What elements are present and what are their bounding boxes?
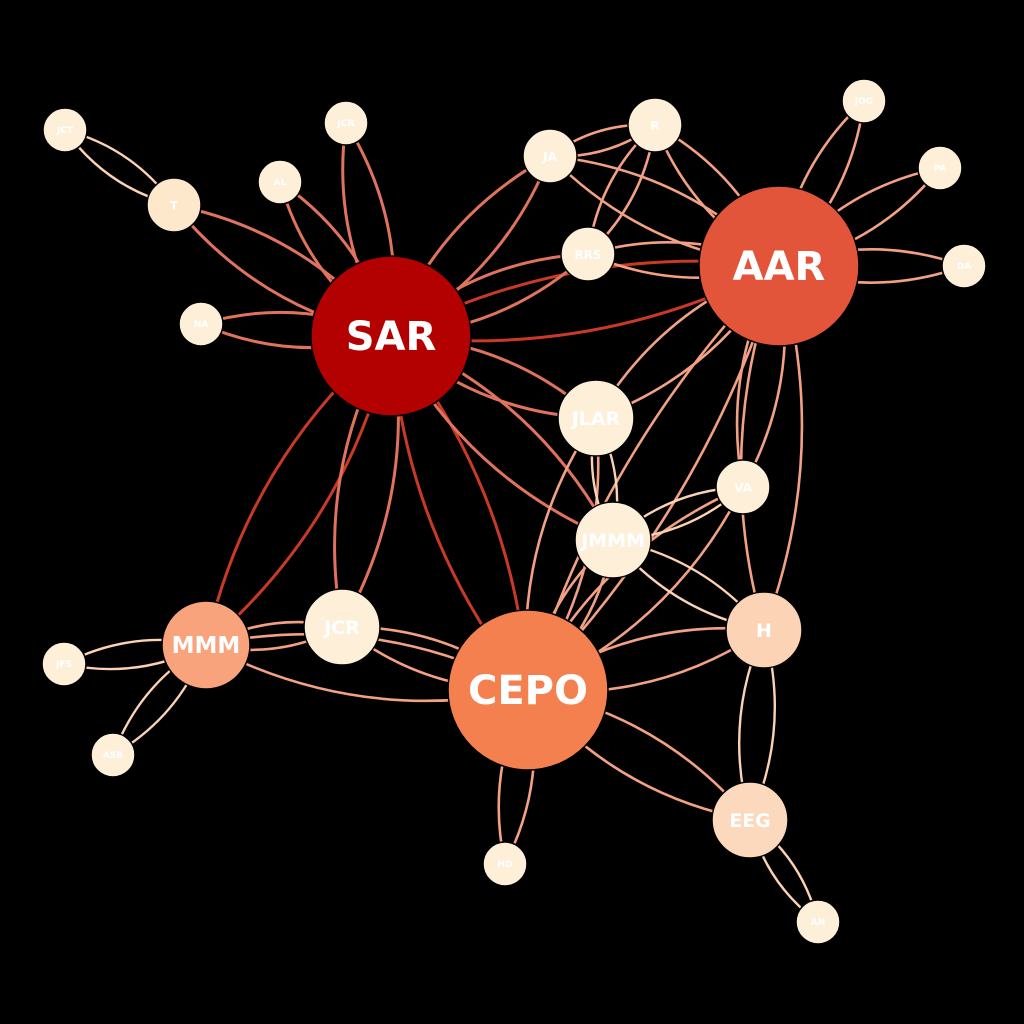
node-label-jfs: JFS: [55, 660, 72, 670]
node-label-ja: JA: [542, 150, 557, 164]
node-circle-jct: [42, 107, 88, 153]
node-circle-hd: [482, 841, 528, 887]
node-jct[interactable]: JCT: [42, 107, 88, 153]
node-circle-jog: [841, 78, 887, 124]
node-label-cepo: CEPO: [468, 668, 588, 714]
node-circle-h: [725, 591, 803, 669]
node-label-jlar: JLAR: [570, 408, 621, 430]
node-circle-va: [715, 459, 771, 515]
node-rrs[interactable]: RRS: [560, 226, 616, 282]
node-label-asb: ASB: [103, 751, 123, 761]
node-label-mmm: MMM: [172, 633, 241, 659]
node-label-pa: PA: [934, 164, 947, 174]
nodes-layer: SAR AAR CEPO MMM H EEG JCR JLAR JMMM JA R RRS VA T AL N…: [41, 78, 987, 945]
node-label-va: VA: [734, 481, 752, 495]
node-label-eeg: EEG: [729, 810, 771, 832]
node-circle-cepo: [447, 609, 609, 771]
node-eeg[interactable]: EEG: [711, 781, 789, 859]
node-jog[interactable]: JOG: [841, 78, 887, 124]
node-label-jcr2: JCR: [337, 119, 355, 129]
node-label-h: H: [756, 620, 772, 642]
node-circle-al: [257, 159, 303, 205]
node-label-na: NA: [194, 320, 209, 330]
node-circle-jlar: [557, 379, 635, 457]
node-cepo[interactable]: CEPO: [447, 609, 609, 771]
node-al[interactable]: AL: [257, 159, 303, 205]
node-aar[interactable]: AAR: [698, 185, 860, 347]
node-circle-an: [795, 899, 841, 945]
node-da[interactable]: DA: [941, 243, 987, 289]
node-pa[interactable]: PA: [917, 145, 963, 191]
node-circle-na: [178, 301, 224, 347]
node-sar[interactable]: SAR: [310, 255, 472, 417]
node-circle-jmmm: [574, 501, 652, 579]
node-label-jog: JOG: [854, 97, 873, 107]
node-jcr[interactable]: JCR: [303, 588, 381, 666]
node-circle-aar: [698, 185, 860, 347]
node-label-jct: JCT: [56, 126, 74, 136]
node-hd[interactable]: HD: [482, 841, 528, 887]
node-circle-mmm: [161, 600, 251, 690]
node-circle-eeg: [711, 781, 789, 859]
node-circle-jfs: [41, 641, 87, 687]
node-ja[interactable]: JA: [522, 128, 578, 184]
node-label-sar: SAR: [346, 314, 437, 360]
node-an[interactable]: AN: [795, 899, 841, 945]
node-label-aar: AAR: [733, 244, 826, 290]
node-label-al: AL: [274, 178, 287, 188]
node-label-rrs: RRS: [574, 248, 601, 262]
node-va[interactable]: VA: [715, 459, 771, 515]
node-label-r: R: [650, 119, 659, 133]
node-circle-t: [146, 177, 202, 233]
node-label-jmmm: JMMM: [579, 530, 645, 552]
node-circle-jcr2: [323, 100, 369, 146]
node-circle-da: [941, 243, 987, 289]
node-label-da: DA: [957, 262, 971, 272]
node-jmmm[interactable]: JMMM: [574, 501, 652, 579]
node-circle-ja: [522, 128, 578, 184]
node-jcr2[interactable]: JCR: [323, 100, 369, 146]
node-asb[interactable]: ASB: [90, 732, 136, 778]
node-mmm[interactable]: MMM: [161, 600, 251, 690]
node-label-an: AN: [811, 918, 826, 928]
node-h[interactable]: H: [725, 591, 803, 669]
node-t[interactable]: T: [146, 177, 202, 233]
node-r[interactable]: R: [627, 97, 683, 153]
node-circle-asb: [90, 732, 136, 778]
node-label-hd: HD: [497, 860, 512, 870]
node-jfs[interactable]: JFS: [41, 641, 87, 687]
node-label-jcr: JCR: [322, 617, 360, 639]
node-circle-rrs: [560, 226, 616, 282]
node-na[interactable]: NA: [178, 301, 224, 347]
node-circle-sar: [310, 255, 472, 417]
node-circle-r: [627, 97, 683, 153]
node-label-t: T: [170, 199, 179, 213]
node-circle-pa: [917, 145, 963, 191]
node-circle-jcr: [303, 588, 381, 666]
node-jlar[interactable]: JLAR: [557, 379, 635, 457]
